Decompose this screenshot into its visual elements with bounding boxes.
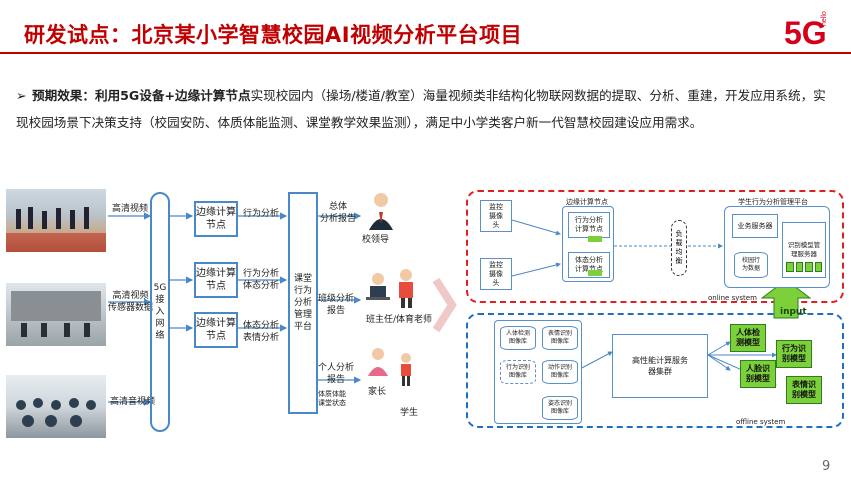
summary-lead: 预期效果：利用5G设备+边缘计算节点 [32,88,251,103]
model-expression: 表情识 别模型 [786,376,822,404]
page-title: 研发试点：北京某小学智慧校园AI视频分析平台项目 [24,23,523,47]
platform-title: 学生行为分析管理平台 [738,198,808,206]
teacher-label: 班主任/体育老师 [366,315,433,325]
edge-group-title: 边缘计算节点 [566,198,608,206]
source-label-3: 高清音视频 [110,397,156,407]
model-server-status [786,262,822,272]
title-divider [0,52,851,54]
analysis-label-3: 体态分析 表情分析 [243,321,280,343]
camera-2: 监控 摄像 头 [480,258,512,290]
report-label-2: 班级分析 报告 [318,294,355,316]
principal-label: 校领导 [362,235,390,245]
page-number: 9 [822,459,831,474]
business-server: 业务服务器 [732,214,778,238]
online-system-label: online system [708,294,757,302]
image-db-behavior: 行为识别 图像库 [500,360,536,384]
behavior-platform: 课堂 行为 分析 管理 平台 [288,192,318,414]
5g-network: 5G 接 入 网 络 [150,192,170,432]
edge-node-3: 边缘计算 节点 [194,312,238,348]
right-diagram-connectors [511,219,812,386]
logo-sub-text: hello [821,11,828,26]
model-face: 人脸识 别模型 [740,360,776,388]
photo-classroom [6,375,106,438]
analysis-label-1: 行为分析 [243,209,280,219]
load-balancer-label: 负 载 均 衡 [675,230,683,265]
report-label-1: 总体 分析报告 [320,202,357,224]
online-system-frame [466,190,844,303]
parent-student-icon [364,344,420,393]
offline-system-label: offline system [736,418,786,426]
principal-icon [366,190,396,236]
image-db-body: 人体检测 图像库 [500,326,536,350]
camera-1: 监控 摄像 头 [480,200,512,232]
model-behavior: 行为识 别模型 [776,340,812,368]
offline-system-frame [466,313,844,428]
report-label-3: 个人分析 报告 [318,363,355,385]
5g-network-label: 5G 接 入 网 络 [153,283,167,341]
input-label: input [780,307,807,317]
model-body-detection: 人体检 测模型 [730,324,766,352]
source-label-1: 高清视频 [112,204,149,214]
image-db-face: 表情识别 图像库 [542,326,578,350]
5g-logo: 5G hello [782,8,840,52]
summary-body: 实现校园内（操场/楼道/教室）海量视频类非结构化物联网数据的提取、分析、重建，开… [16,88,826,130]
analysis-label-2: 行为分析 体态分析 [243,269,280,291]
bullet-arrow: ➢ [16,88,27,103]
left-diagram-connectors [108,212,457,406]
teacher-icon [364,265,420,314]
parent-label: 家长 [368,387,387,397]
student-label: 学生 [400,408,419,418]
image-db-action: 动作识别 图像库 [542,360,578,384]
compute-cluster: 高性能计算服务 器集群 [612,334,708,398]
edge-status-2 [588,270,602,276]
photo-playground [6,189,106,252]
behavior-compute-node: 行为分析 计算节点 [568,212,610,238]
logo-text: 5G [784,15,827,51]
load-balancer: 负 载 均 衡 [671,220,687,276]
summary-paragraph: ➢ 预期效果：利用5G设备+边缘计算节点实现校园内（操场/楼道/教室）海量视频类非… [16,82,836,136]
campus-db: 校园行 为数据 [734,252,768,278]
image-db-posture: 姿态识别 图像库 [542,396,578,420]
edge-node-2: 边缘计算 节点 [194,262,238,298]
report-extra-3: 体质体能 课堂状态 [318,390,346,407]
edge-node-1: 边缘计算 节点 [194,201,238,237]
edge-status-1 [588,236,602,242]
source-label-2: 高清视频 传感器数据 [108,291,154,313]
photo-corridor [6,283,106,346]
